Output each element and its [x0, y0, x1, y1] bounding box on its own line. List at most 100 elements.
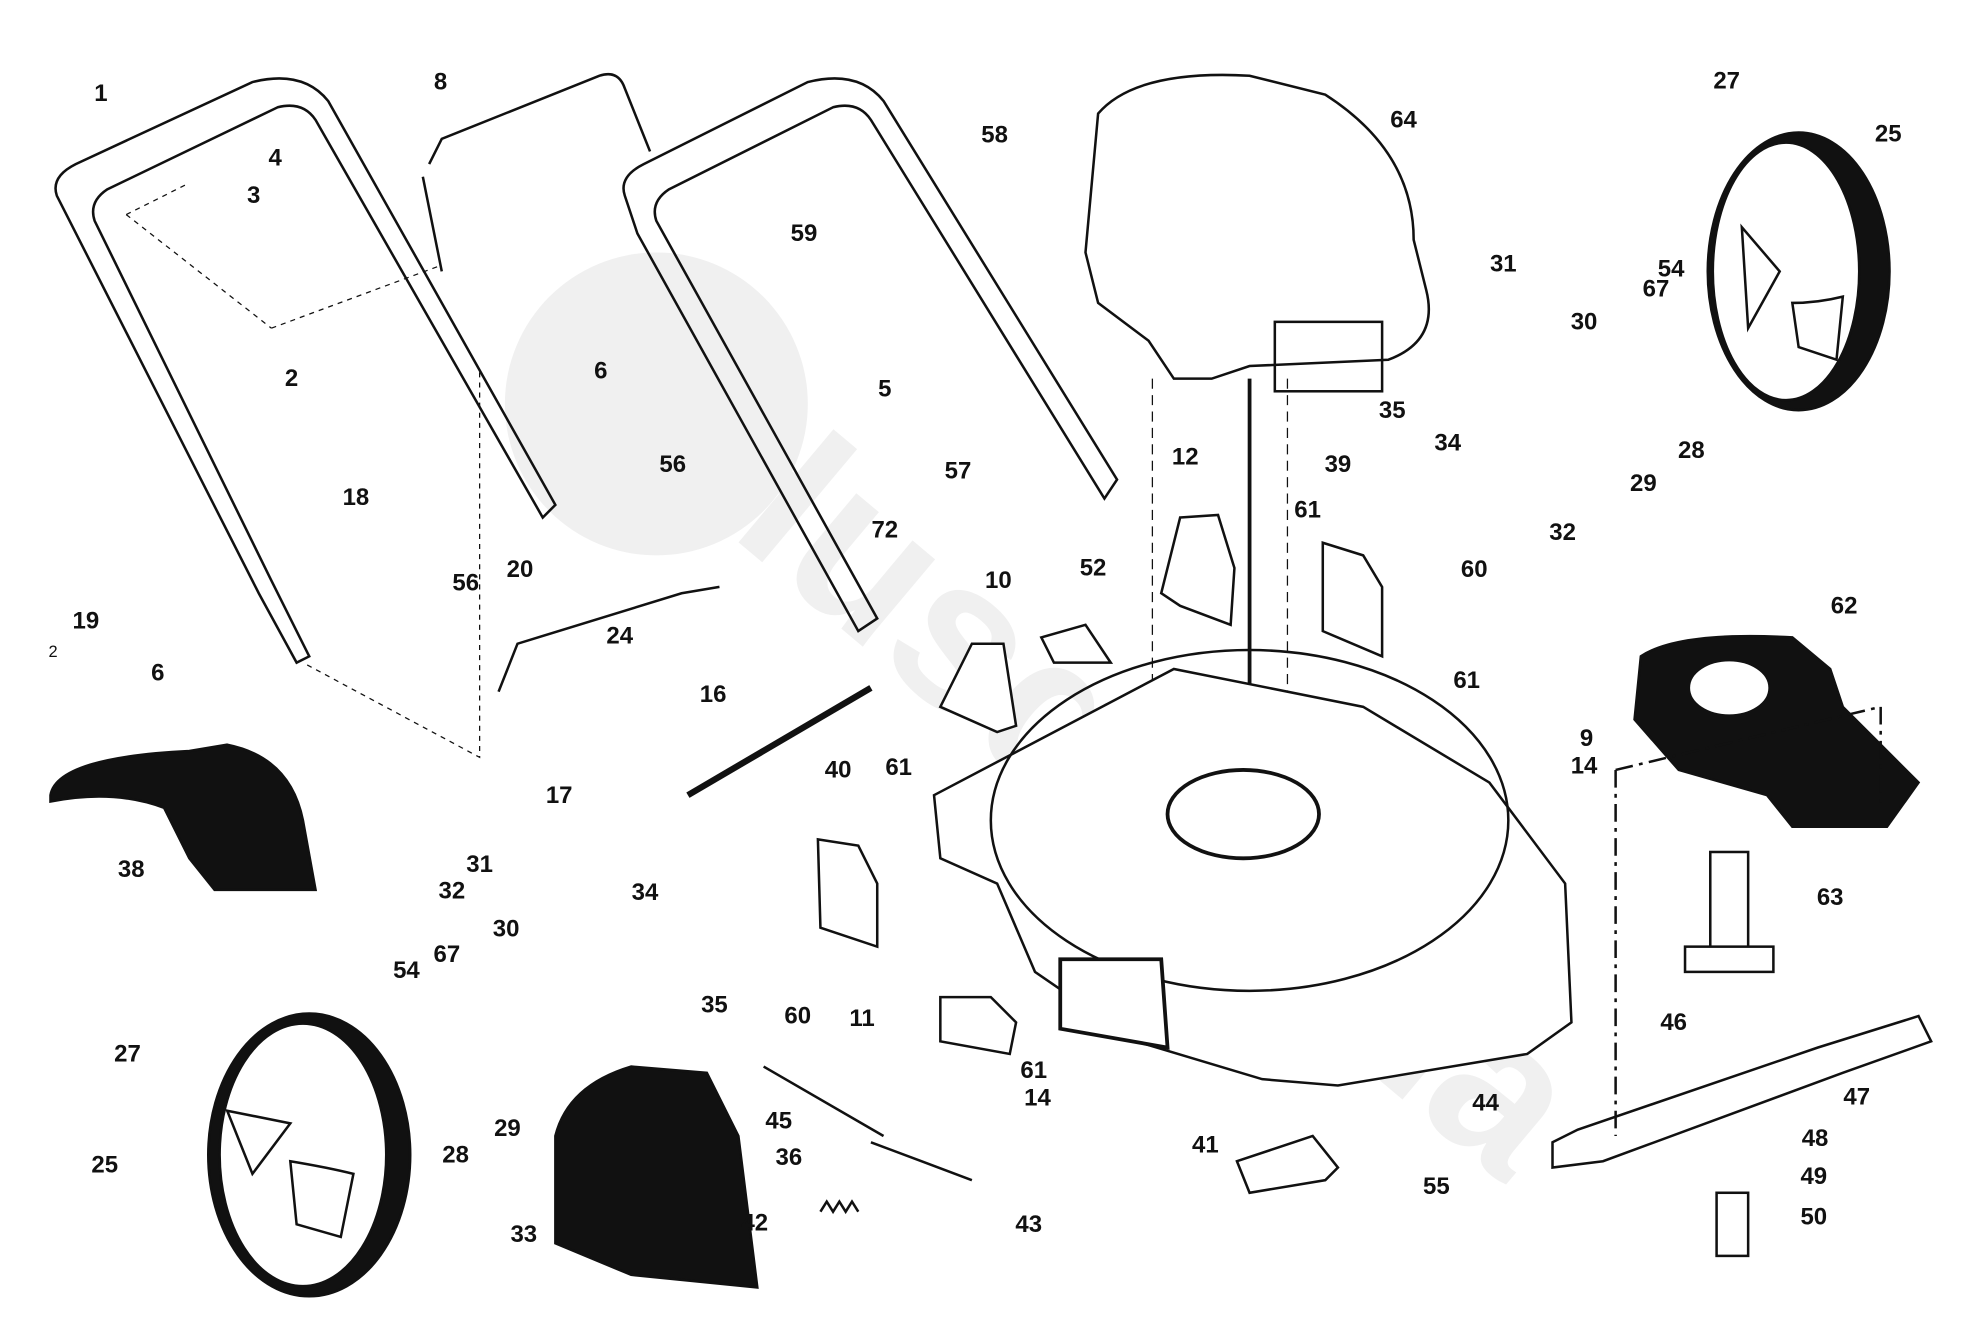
callout-14: 14: [1024, 1085, 1051, 1112]
front-wheel-27: [207, 1012, 412, 1298]
callout-19: 19: [72, 608, 100, 635]
callout-61: 61: [885, 754, 913, 782]
lower-handle-58: [622, 77, 1119, 633]
callout-39: 39: [1324, 451, 1352, 479]
callout-34: 34: [1434, 430, 1462, 457]
callout-42: 42: [741, 1210, 769, 1237]
callout-12: 12: [1171, 444, 1199, 471]
callout-3: 3: [247, 183, 261, 210]
rear-wheel-27: [1706, 131, 1891, 412]
height-bracket-40: [816, 837, 879, 949]
callout-57: 57: [944, 458, 972, 485]
callout-54: 54: [393, 958, 420, 985]
rear-flap-38: [49, 743, 318, 892]
callout-45: 45: [765, 1108, 793, 1135]
callout-6: 6: [594, 358, 608, 385]
callout-64: 64: [1390, 107, 1417, 134]
blade-adapter-46: [1709, 850, 1750, 955]
callout-27: 27: [1713, 68, 1741, 95]
callout-48: 48: [1801, 1125, 1829, 1153]
callout-24: 24: [606, 623, 634, 651]
height-bracket-39: [1321, 541, 1384, 659]
bracket-11: [939, 995, 1018, 1056]
callout-27: 27: [114, 1041, 141, 1068]
callout-67: 67: [433, 941, 461, 969]
callout-34: 34: [631, 879, 659, 907]
callout-5: 5: [878, 376, 892, 403]
callout-52: 52: [1079, 555, 1107, 582]
callout-10: 10: [985, 567, 1012, 595]
plate-52: [1039, 623, 1114, 664]
callout-47: 47: [1843, 1084, 1871, 1111]
rod-45: [762, 1065, 885, 1138]
callout-28: 28: [442, 1142, 469, 1169]
callout-35: 35: [701, 992, 728, 1019]
axle-16: [686, 685, 873, 798]
callout-72: 72: [871, 517, 899, 545]
callout-56: 56: [659, 451, 687, 479]
callout-38: 38: [117, 857, 145, 884]
callout-33: 33: [510, 1221, 538, 1249]
callout-61: 61: [1020, 1057, 1048, 1085]
callout-28: 28: [1678, 437, 1705, 465]
callout-32: 32: [1549, 520, 1576, 547]
bracket-10: [938, 642, 1018, 734]
callout-1: 1: [94, 80, 108, 108]
blade-47: [1551, 1014, 1933, 1169]
callout-55: 55: [1423, 1173, 1450, 1201]
callout-2-small: 2: [48, 641, 58, 661]
callout-63: 63: [1816, 884, 1844, 912]
callout-58: 58: [981, 122, 1008, 149]
callout-6: 6: [151, 660, 165, 687]
callout-36: 36: [775, 1144, 803, 1172]
callout-20: 20: [506, 556, 534, 584]
callout-60: 60: [784, 1003, 812, 1030]
callout-30: 30: [1570, 309, 1598, 336]
callout-61: 61: [1294, 497, 1321, 524]
callout-25: 25: [1874, 121, 1902, 148]
control-bar-8: [421, 72, 652, 272]
callout-35: 35: [1378, 397, 1406, 425]
callout-62: 62: [1830, 593, 1858, 620]
callout-46: 46: [1660, 1009, 1688, 1037]
spring-42: [819, 1199, 860, 1215]
bracket-36: [870, 1141, 973, 1182]
bracket-12: [1159, 513, 1236, 627]
callout-67: 67: [1642, 276, 1670, 303]
callout-8: 8: [433, 69, 448, 96]
baffle-55: [1235, 1134, 1340, 1195]
callout-17: 17: [545, 782, 573, 810]
callout-29: 29: [1630, 470, 1657, 498]
callout-18: 18: [342, 484, 370, 512]
callout-44: 44: [1472, 1090, 1499, 1118]
engine-fins: [1273, 320, 1384, 393]
callout-40: 40: [824, 757, 852, 784]
blade-bolt-50: [1715, 1191, 1750, 1258]
callout-43: 43: [1015, 1211, 1043, 1239]
lift-rod-20: [497, 585, 720, 693]
callout-11: 11: [849, 1005, 875, 1033]
callout-29: 29: [494, 1115, 521, 1143]
discharge-chute-62: [1633, 634, 1921, 829]
callout-54: 54: [1657, 256, 1685, 283]
callout-25: 25: [91, 1152, 119, 1179]
callout-14: 14: [1570, 753, 1598, 781]
callout-50: 50: [1800, 1204, 1828, 1231]
callout-16: 16: [699, 681, 727, 709]
callout-4: 4: [268, 145, 282, 172]
callout-49: 49: [1800, 1163, 1828, 1191]
upper-handle-1: [54, 77, 557, 665]
callout-9: 9: [1579, 725, 1594, 753]
callout-32: 32: [438, 878, 466, 905]
callout-56: 56: [452, 570, 480, 598]
callout-59: 59: [790, 220, 818, 248]
callout-31: 31: [466, 851, 493, 879]
callout-60: 60: [1460, 556, 1488, 584]
callout-2: 2: [284, 366, 299, 393]
callout-31: 31: [1489, 251, 1517, 278]
side-flap-33: [554, 1065, 759, 1289]
deck-dome: [989, 648, 1510, 993]
callout-61: 61: [1453, 667, 1481, 695]
